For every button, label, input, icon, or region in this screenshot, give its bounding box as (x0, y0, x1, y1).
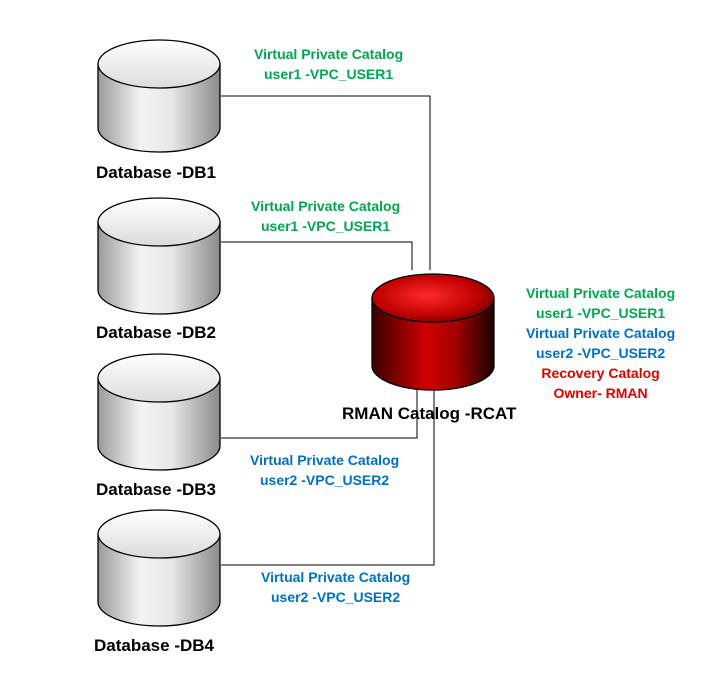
catalog-note-recovery-owner: Owner- RMAN (553, 385, 648, 401)
rman-catalog-cylinder (371, 273, 495, 391)
vpc-label-db4-line2: user2 -VPC_USER2 (270, 589, 401, 605)
catalog-note-vpc-user2-title: Virtual Private Catalog (526, 325, 676, 341)
catalog-note-vpc-user1-owner: user1 -VPC_USER1 (535, 305, 666, 321)
vpc-label-db4-line1: Virtual Private Catalog (261, 569, 411, 585)
vpc-label-db3-line1: Virtual Private Catalog (250, 452, 400, 468)
database-label-db1: Database -DB1 (96, 163, 216, 182)
rman-catalog-label: RMAN Catalog -RCAT (342, 404, 517, 423)
vpc-label-db1-line1: Virtual Private Catalog (254, 46, 404, 62)
catalog-note-recovery-title: Recovery Catalog (541, 365, 660, 381)
vpc-label-db3-line2: user2 -VPC_USER2 (259, 472, 390, 488)
vpc-label-db4: Virtual Private Catalog user2 -VPC_USER2 (261, 567, 410, 607)
database-cylinder-db3 (97, 353, 221, 471)
vpc-label-db1-line2: user1 -VPC_USER1 (263, 66, 394, 82)
catalog-note-vpc-user2-owner: user2 -VPC_USER2 (535, 345, 666, 361)
database-cylinder-db2 (97, 197, 221, 315)
database-label-db4: Database -DB4 (94, 636, 214, 655)
connector-db4 (221, 380, 435, 566)
vpc-label-db2: Virtual Private Catalog user1 -VPC_USER1 (251, 196, 400, 236)
database-cylinder-db4 (97, 509, 221, 627)
database-cylinder-db1 (97, 39, 221, 153)
connector-db1 (221, 95, 431, 270)
catalog-note-vpc-user1-title: Virtual Private Catalog (526, 285, 676, 301)
vpc-label-db1: Virtual Private Catalog user1 -VPC_USER1 (254, 44, 403, 84)
catalog-notes: Virtual Private Catalog user1 -VPC_USER1… (526, 283, 675, 403)
connector-db2 (221, 241, 413, 270)
database-label-db3: Database -DB3 (96, 480, 216, 499)
vpc-label-db2-line1: Virtual Private Catalog (251, 198, 401, 214)
vpc-label-db2-line2: user1 -VPC_USER1 (260, 218, 391, 234)
connector-db3 (221, 380, 418, 439)
database-label-db2: Database -DB2 (96, 323, 216, 342)
vpc-label-db3: Virtual Private Catalog user2 -VPC_USER2 (250, 450, 399, 490)
